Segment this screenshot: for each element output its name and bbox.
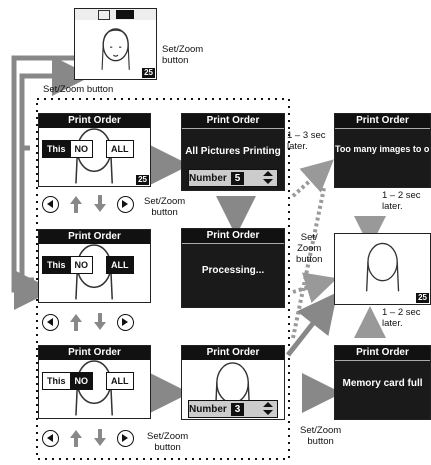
label-delay-1-2-b: 1 – 2 sec later.	[382, 307, 421, 329]
label-set-zoom-left: Set/Zoom button	[43, 84, 113, 95]
processing-text: Processing...	[182, 265, 284, 276]
option-this[interactable]: This	[42, 372, 71, 390]
screen-title: Print Order	[335, 346, 430, 361]
processing-screen: Print Order Processing...	[181, 228, 285, 308]
spinner-arrows-icon[interactable]	[262, 171, 274, 184]
right-arrow-circle-icon[interactable]	[117, 314, 134, 331]
number-selector[interactable]: Number 5	[188, 169, 278, 187]
option-no[interactable]: NO	[70, 140, 94, 158]
option-all[interactable]: ALL	[106, 372, 134, 390]
frame-count-badge: 25	[416, 293, 429, 303]
label-delay-1-2-a: 1 – 2 sec later.	[382, 190, 421, 212]
nav-row-1	[42, 194, 134, 214]
right-arrow-circle-icon[interactable]	[117, 196, 134, 213]
left-arrow-circle-icon[interactable]	[42, 314, 59, 331]
right-arrow-circle-icon[interactable]	[117, 430, 134, 447]
nav-row-3	[42, 428, 134, 448]
dotted-arrow-processing	[293, 283, 322, 292]
print-order-screen-1: Print Order This NO ALL 25	[38, 113, 151, 187]
left-arrow-circle-icon[interactable]	[42, 430, 59, 447]
frame-count-badge: 25	[142, 68, 155, 78]
number-label: Number	[189, 173, 227, 184]
memory-card-full-text: Memory card full	[335, 378, 430, 389]
top-preview-screen: 25	[74, 8, 157, 80]
too-many-images-screen: Print Order Too many images to order	[334, 113, 431, 188]
number-select-screen: Print Order Number 3	[181, 345, 285, 420]
up-arrow-icon	[69, 312, 83, 332]
nav-row-2	[42, 312, 134, 332]
right-preview-screen: 25	[334, 233, 431, 305]
spinner-arrows-icon[interactable]	[262, 402, 274, 415]
all-pictures-printing-text: All Pictures Printing	[182, 146, 284, 157]
camera-mode-icon	[98, 10, 110, 20]
down-arrow-icon	[93, 428, 107, 448]
label-set-zoom-mid: Set/Zoom button	[144, 196, 185, 218]
left-arrow-circle-icon[interactable]	[42, 196, 59, 213]
option-this[interactable]: This	[42, 140, 71, 158]
option-row: This NO ALL	[42, 372, 133, 390]
option-no[interactable]: NO	[70, 256, 94, 274]
screen-title: Print Order	[182, 229, 284, 244]
dotted-arrow-too-many	[293, 170, 322, 196]
person-thumbnail-icon	[93, 20, 138, 79]
option-no[interactable]: NO	[70, 372, 94, 390]
screen-title: Print Order	[335, 114, 430, 129]
print-mode-icon	[116, 10, 134, 19]
option-row: This NO ALL	[42, 140, 133, 158]
screen-title: Print Order	[182, 114, 284, 129]
too-many-images-text: Too many images to order	[335, 144, 430, 154]
option-all[interactable]: ALL	[106, 140, 134, 158]
loop-arrow-inner	[22, 148, 34, 280]
label-delay-1-3: 1 – 3 sec later.	[287, 130, 326, 152]
mode-icon-bar	[75, 9, 156, 20]
label-set-zoom-center-v: Set/ Zoom button	[296, 232, 322, 265]
number-value: 3	[231, 403, 245, 416]
option-all[interactable]: ALL	[106, 256, 134, 274]
frame-count-badge: 25	[136, 175, 149, 185]
number-selector[interactable]: Number 3	[188, 400, 278, 418]
memory-card-full-screen: Print Order Memory card full	[334, 345, 431, 420]
up-arrow-icon	[69, 428, 83, 448]
label-set-zoom-top: Set/Zoom button	[162, 44, 203, 66]
down-arrow-icon	[93, 312, 107, 332]
option-row: This NO ALL	[42, 256, 133, 274]
up-arrow-icon	[69, 194, 83, 214]
option-this[interactable]: This	[42, 256, 71, 274]
print-order-screen-3: Print Order This NO ALL	[38, 345, 151, 419]
down-arrow-icon	[93, 194, 107, 214]
all-pictures-printing-screen: Print Order All Pictures Printing Number…	[181, 113, 285, 191]
number-label: Number	[189, 404, 227, 415]
person-thumbnail-icon	[356, 238, 409, 297]
number-value: 5	[231, 172, 245, 185]
label-set-zoom-bottom-right: Set/Zoom button	[300, 425, 341, 447]
print-order-screen-2: Print Order This NO ALL	[38, 229, 151, 303]
label-set-zoom-bottom-row: Set/Zoom button	[147, 431, 188, 453]
